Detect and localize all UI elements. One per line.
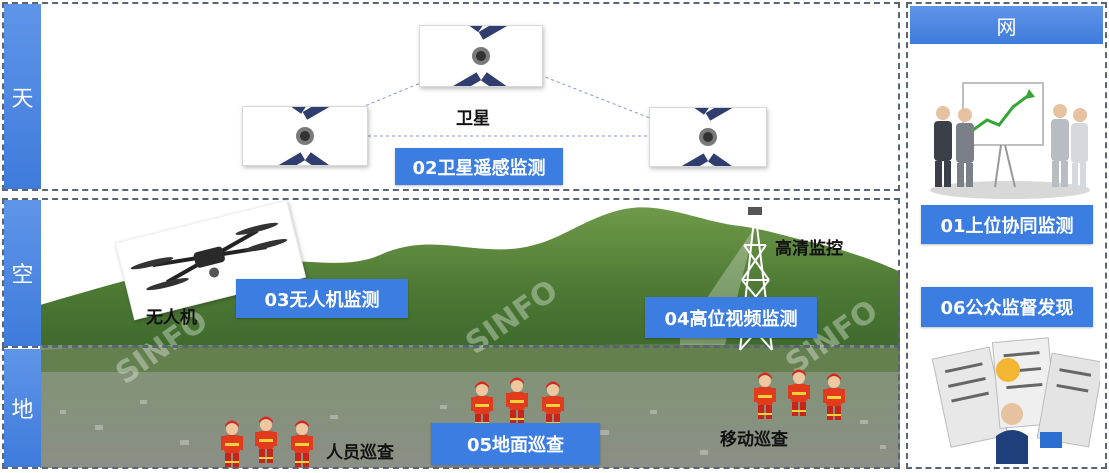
ground-patrol-label: 05地面巡查 [431,423,600,465]
ground-tier-frame [2,345,900,469]
public-report-label: 06公众监督发现 [921,287,1093,327]
satellite-monitor-label: 02卫星遥感监测 [395,148,563,185]
network-tier-frame [906,2,1107,469]
patrol-people-label: 人员巡查 [326,443,394,463]
satellite-photo [242,106,368,166]
satellite-photo [419,25,543,87]
satellite-icon [679,108,739,166]
collaboration-illustration [930,82,1090,199]
satellite-icon [452,26,512,86]
tier-label-sky: 天 [4,4,41,189]
tier-label-network: 网 [910,6,1103,44]
air-tier-frame [2,198,900,348]
drone-label: 无人机 [146,308,197,328]
drone-photo [114,199,307,321]
hd-camera-label: 高清监控 [775,239,843,259]
tower-monitor-label: 04高位视频监测 [645,297,817,338]
sky-tier-frame [2,2,900,191]
public-report-illustration [931,337,1100,464]
tier-label-ground: 地 [4,349,41,467]
satellite-photo [649,107,767,167]
drone-icon [130,222,288,291]
drone-monitor-label: 03无人机监测 [236,279,408,318]
satellite-icon [276,107,336,165]
satellite-label: 卫星 [456,109,490,129]
collab-monitor-label: 01上位协同监测 [921,205,1093,244]
tier-label-air: 空 [4,200,41,346]
satellite-links [354,74,656,137]
mobile-patrol-label: 移动巡查 [720,430,788,450]
